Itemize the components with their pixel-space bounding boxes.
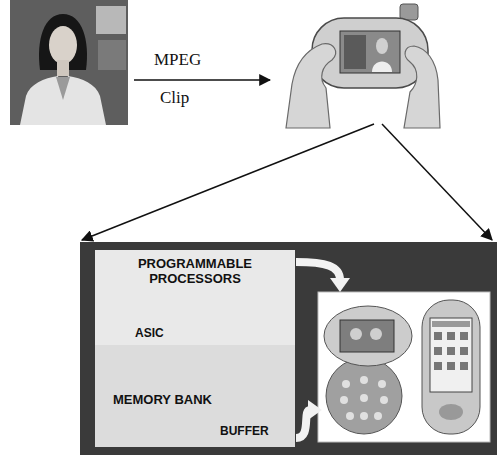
arrow-label: Clip bbox=[160, 88, 189, 108]
flip-phone-screen bbox=[340, 320, 394, 352]
arrow-label: MPEG bbox=[154, 50, 201, 70]
flow-arrow bbox=[296, 410, 310, 438]
screen-face bbox=[370, 328, 382, 340]
chip-label: ASIC bbox=[135, 326, 164, 340]
anchor-jacket bbox=[20, 76, 106, 125]
phones-ground bbox=[318, 292, 490, 442]
clip-arrow bbox=[134, 79, 270, 81]
studio-wall bbox=[98, 40, 126, 70]
pda-phone-body bbox=[422, 300, 480, 434]
memory-box: MEMORY BANK BUFFER bbox=[95, 345, 295, 447]
phone-camera bbox=[400, 4, 418, 20]
box-heading: MEMORY BANK bbox=[113, 392, 295, 407]
keypad-disc bbox=[326, 358, 402, 434]
system-panel bbox=[80, 242, 497, 455]
screen-body bbox=[372, 62, 392, 73]
screen-icons bbox=[434, 332, 468, 370]
anchor-shirt bbox=[56, 77, 70, 100]
phone-photo bbox=[286, 4, 440, 128]
phone-screen bbox=[340, 31, 400, 73]
buffer-label: BUFFER bbox=[220, 424, 295, 438]
studio-monitor bbox=[96, 6, 126, 34]
screen-picture bbox=[344, 35, 366, 69]
pda-button bbox=[439, 404, 463, 420]
anchor-face bbox=[49, 26, 77, 64]
left-hand bbox=[286, 44, 336, 128]
flow-arrow bbox=[296, 262, 340, 280]
zoom-line bbox=[82, 124, 374, 240]
flip-phone-lid bbox=[324, 306, 412, 366]
processor-box: PROGRAMMABLE PROCESSORS ASIC bbox=[95, 250, 295, 345]
zoom-line bbox=[382, 124, 492, 240]
right-hand bbox=[404, 46, 440, 128]
pda-phone-screen bbox=[430, 318, 472, 392]
box-heading: PROGRAMMABLE PROCESSORS bbox=[95, 256, 295, 286]
anchor-neck bbox=[57, 60, 69, 76]
phones-picture bbox=[318, 292, 490, 442]
photo-ground bbox=[10, 0, 128, 125]
screen-face bbox=[350, 328, 362, 340]
screen-face bbox=[376, 38, 388, 54]
flow-arrow-head bbox=[330, 278, 350, 292]
anchor-photo bbox=[10, 0, 128, 125]
screen-header bbox=[432, 321, 470, 327]
flow-arrow-head bbox=[308, 400, 322, 420]
keypad-keys bbox=[340, 376, 388, 420]
